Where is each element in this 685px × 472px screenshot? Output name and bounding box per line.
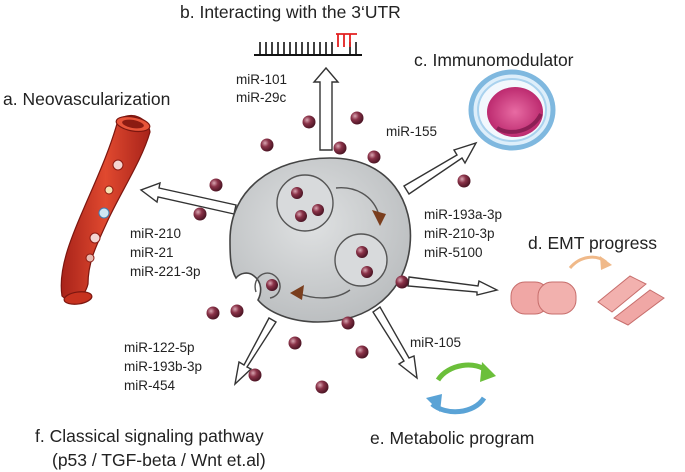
vesicle (266, 279, 278, 291)
arrow-to-d (407, 276, 500, 296)
mvb-lower (334, 233, 388, 287)
title-a: a. Neovascularization (3, 89, 170, 109)
vesicle (206, 306, 220, 320)
mirna-f-1: miR-193b-3p (124, 359, 202, 374)
vesicle (355, 345, 369, 359)
vesicle (356, 246, 368, 258)
free-vesicles (193, 111, 471, 394)
mirna-a-0: miR-210 (130, 226, 181, 241)
vesicle (350, 111, 364, 125)
mvb-upper (276, 174, 334, 232)
utr-binding-site (336, 33, 357, 47)
mirna-f-0: miR-122-5p (124, 340, 195, 355)
epithelial-cells-icon (510, 255, 665, 326)
mirna-f-2: miR-454 (124, 378, 176, 393)
title-c: c. Immunomodulator (414, 50, 574, 70)
flow-arrow-right (335, 187, 379, 213)
immune-cell-icon (468, 69, 556, 151)
vesicle (367, 150, 381, 164)
mirna-group-f: miR-122-5p miR-193b-3p miR-454 (124, 340, 202, 393)
vesicle (288, 336, 302, 350)
mirna-d-0: miR-193a-3p (424, 207, 502, 222)
flow-arrowhead-right (372, 210, 386, 226)
mrna-3utr-icon (254, 33, 362, 56)
mirna-group-d: miR-193a-3p miR-210-3p miR-5100 (424, 207, 502, 260)
vesicle (193, 207, 207, 221)
vesicle (302, 115, 316, 129)
inner-vesicles (266, 187, 373, 291)
title-d: d. EMT progress (528, 233, 657, 253)
arrow-to-f (233, 317, 277, 386)
vesicle (315, 380, 329, 394)
budding-pocket (254, 272, 281, 299)
arrow-to-a (139, 181, 237, 215)
mirna-b-1: miR-29c (236, 90, 287, 105)
mirna-e-0: miR-105 (410, 335, 461, 350)
vesicle (457, 174, 471, 188)
arrow-to-e (372, 305, 418, 380)
blood-vessel-icon (60, 115, 151, 305)
mirna-group-a: miR-210 miR-21 miR-221-3p (130, 226, 201, 279)
vesicle (295, 210, 307, 222)
arrows (139, 66, 500, 386)
central-cell (229, 157, 412, 323)
arrow-to-c (403, 141, 478, 195)
vesicle (395, 275, 409, 289)
vesicle (312, 204, 324, 216)
mirna-group-c: miR-155 (386, 124, 437, 139)
mirna-d-1: miR-210-3p (424, 226, 495, 241)
title-b: b. Interacting with the 3‘UTR (180, 2, 401, 22)
arrow-to-b (312, 66, 340, 151)
flow-arrowhead-left (290, 285, 304, 300)
mirna-a-1: miR-21 (130, 245, 174, 260)
mirna-d-2: miR-5100 (424, 245, 483, 260)
mirna-a-2: miR-221-3p (130, 264, 201, 279)
mirna-b-0: miR-101 (236, 72, 287, 87)
metabolic-cycle-icon (426, 362, 496, 415)
vesicle (361, 266, 373, 278)
vesicle (209, 178, 223, 192)
mirna-c-0: miR-155 (386, 124, 437, 139)
vesicle (248, 368, 262, 382)
vesicle (260, 138, 274, 152)
vesicle (333, 141, 347, 155)
vesicle (230, 304, 244, 318)
vesicle (341, 316, 355, 330)
vesicle (291, 187, 303, 199)
title-f-line2: (p53 / TGF-beta / Wnt et.al) (52, 450, 266, 470)
mirna-group-b: miR-101 miR-29c (236, 72, 287, 105)
mirna-group-e: miR-105 (410, 335, 461, 350)
title-f-line1: f. Classical signaling pathway (35, 426, 264, 446)
title-e: e. Metabolic program (370, 428, 534, 448)
